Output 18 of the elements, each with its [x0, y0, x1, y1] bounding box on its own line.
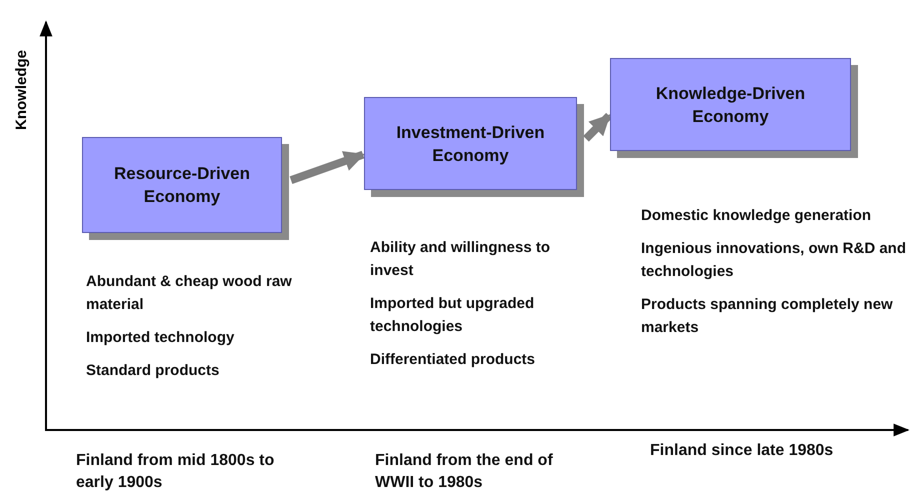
characteristic-text: Imported technology: [86, 328, 236, 348]
era-label: Finland since late 1980s: [650, 441, 834, 461]
block-arrow: [290, 150, 365, 184]
characteristic-text: Differentiated products: [370, 350, 536, 370]
characteristic-text: Standard products: [86, 361, 220, 381]
block-arrow: [583, 112, 612, 142]
stage-title: Investment-Driven Economy: [395, 122, 546, 166]
characteristic-text: Abundant & cheap wood raw material: [86, 272, 293, 315]
stage-title: Knowledge-Driven Economy: [654, 82, 806, 128]
characteristic-text: Ability and willingness to invest: [370, 238, 552, 281]
stage-title: Resource-Driven Economy: [112, 163, 252, 208]
era-label: Finland from the end of WWII to 1980s: [375, 451, 554, 492]
era-label: Finland from mid 1800s to early 1900s: [76, 451, 276, 492]
axis-label: Knowledge: [13, 50, 30, 130]
characteristic-text: Imported but upgraded technologies: [370, 294, 536, 337]
characteristic-text: Products spanning completely new markets: [641, 295, 894, 338]
characteristic-text: Domestic knowledge generation: [641, 206, 872, 226]
characteristic-text: Ingenious innovations, own R&D and technologies: [641, 239, 907, 282]
